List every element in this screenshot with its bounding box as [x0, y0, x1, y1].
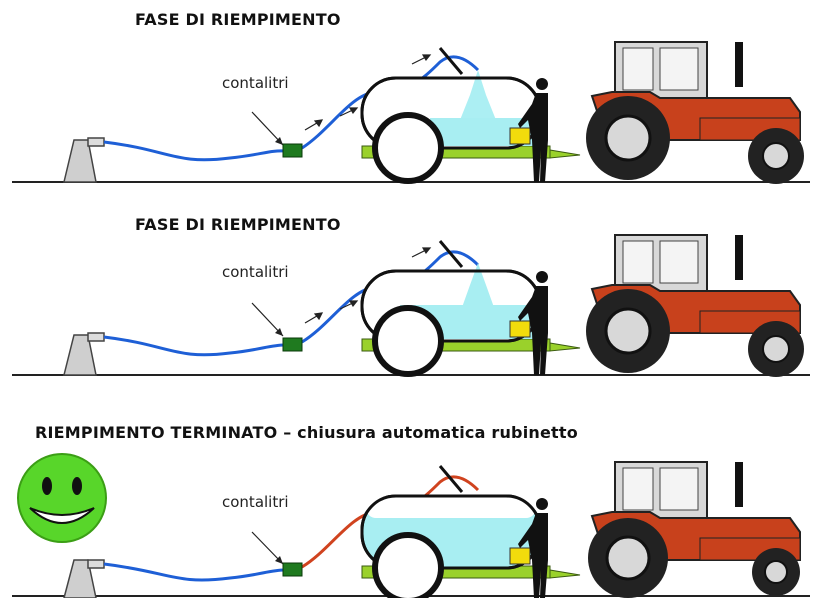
tractor	[586, 41, 804, 184]
filling-scene	[12, 41, 810, 184]
meter-box	[282, 143, 303, 158]
panel-title: FASE DI RIEMPIMENTO	[135, 215, 341, 234]
meter-label: contalitri	[222, 493, 289, 511]
panel-filling-complete: RIEMPIMENTO TERMINATO – chiusura automat…	[0, 410, 817, 598]
complete-scene	[12, 453, 810, 598]
tap-spout	[87, 137, 105, 147]
control-box	[509, 127, 531, 145]
meter-label: contalitri	[222, 263, 289, 281]
filling-scene	[12, 234, 810, 377]
panel-filling-1: FASE DI RIEMPIMENTO contalitri	[0, 0, 817, 190]
meter-label: contalitri	[222, 74, 289, 92]
panel-title: FASE DI RIEMPIMENTO	[135, 10, 341, 29]
smiley-face-icon	[17, 453, 107, 543]
trailer-wheel	[372, 112, 444, 184]
operator	[518, 93, 548, 182]
hose	[103, 140, 286, 162]
panel-filling-2: FASE DI RIEMPIMENTO contalitri	[0, 205, 817, 390]
panel-title: RIEMPIMENTO TERMINATO – chiusura automat…	[35, 423, 578, 442]
